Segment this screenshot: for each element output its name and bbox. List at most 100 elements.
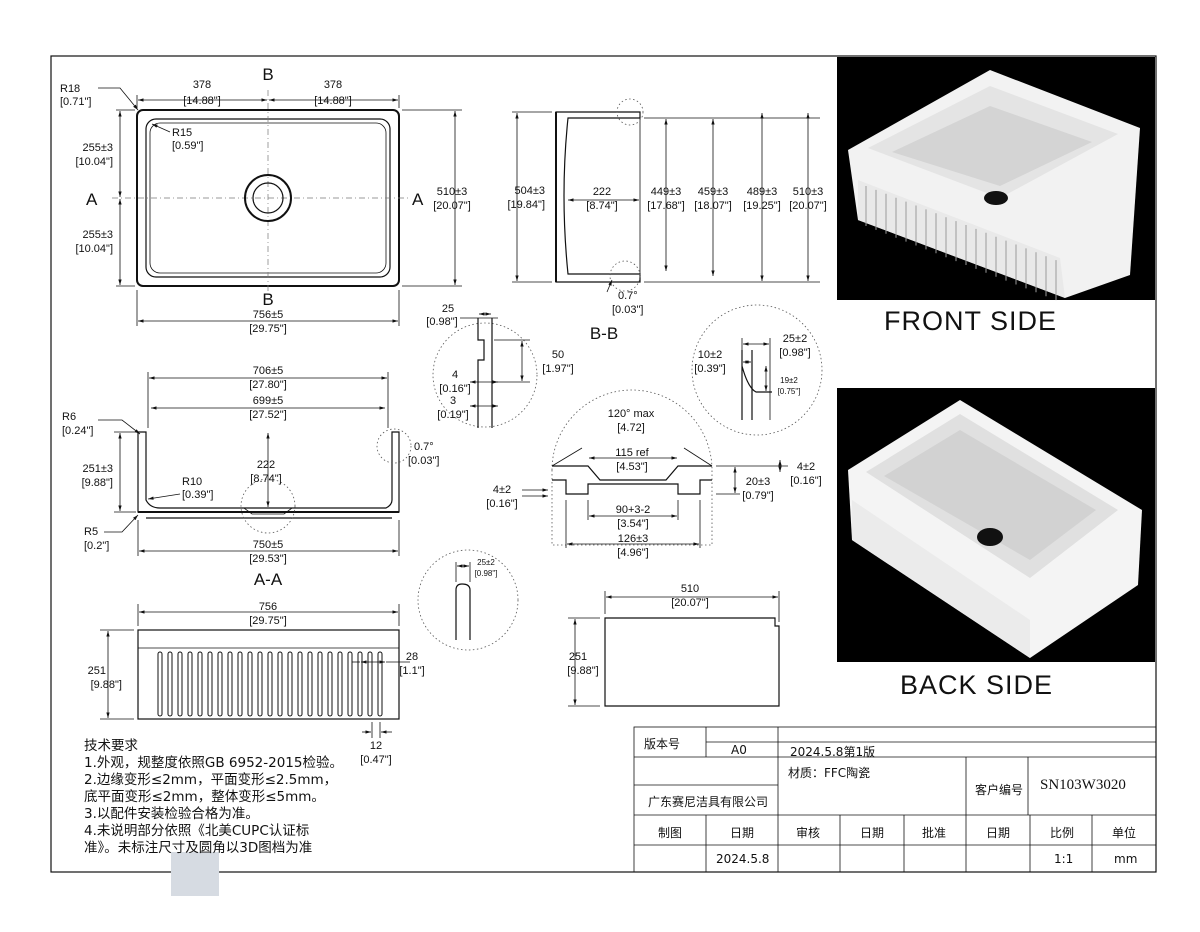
front-rib xyxy=(307,651,313,717)
tb-date-label-1: 日期 xyxy=(730,826,755,840)
tb-scale-label: 比例 xyxy=(1050,826,1075,840)
section-aa-title: A-A xyxy=(254,570,283,589)
notes-line-2: 2.边缘变形≤2mm，平面变形≤2.5mm， xyxy=(84,772,338,788)
top-view: B B A A R18 [0.71"] R15 [0.59"] 378 [14.… xyxy=(60,65,471,335)
dim-drain-angle-in: [4.72] xyxy=(617,422,645,434)
tb-unit: mm xyxy=(1114,852,1138,866)
section-bb-title: B-B xyxy=(590,324,618,343)
dim-rim-50-in: [1.97"] xyxy=(542,363,573,375)
tb-drawn-label: 制图 xyxy=(658,826,683,840)
dim-aa-699-in: [27.52"] xyxy=(249,409,287,421)
dim-edge-25: 25±2 xyxy=(783,333,807,345)
front-rib xyxy=(277,651,283,717)
dim-half-w-right-in: [14.88"] xyxy=(314,95,352,107)
tb-unit-label: 单位 xyxy=(1112,826,1137,840)
dim-bb-angle: 0.7° xyxy=(618,290,638,302)
front-rib xyxy=(257,651,263,717)
dim-edge-19-in: [0.75"] xyxy=(778,387,801,396)
dim-aa-251: 251±3 xyxy=(82,463,113,475)
dim-r18-in: [0.71"] xyxy=(60,96,91,108)
front-rib xyxy=(317,651,323,717)
dim-r15: R15 xyxy=(172,127,192,139)
detail-drain: 120° max [4.72] 115 ref [4.53"] 4±2 [0.1… xyxy=(486,389,822,559)
front-side-label: FRONT SIDE xyxy=(884,306,1058,336)
tb-review-label: 审核 xyxy=(796,826,821,840)
dim-bb-222: 222 xyxy=(593,186,611,198)
dim-half-h-top-in: [10.04"] xyxy=(75,156,113,168)
tb-material: 材质：FFC陶瓷 xyxy=(788,766,871,780)
front-rib xyxy=(247,651,253,717)
dim-rim-4-in: [0.16"] xyxy=(439,383,470,395)
tb-approve-label: 批准 xyxy=(922,826,947,840)
dim-aa-angle-in: [0.03"] xyxy=(408,455,439,467)
dim-aa-222-in: [8.74"] xyxy=(250,473,281,485)
dim-front-756: 756 xyxy=(259,601,277,613)
notes-line-4: 3.以配件安装检验合格为准。 xyxy=(84,806,259,822)
dim-bb-510-in: [20.07"] xyxy=(789,200,827,212)
front-rib xyxy=(337,651,343,717)
dim-aa-750: 750±5 xyxy=(253,539,284,551)
dim-rim-50: 50 xyxy=(552,349,564,361)
front-rib xyxy=(237,651,243,717)
dim-bb-449-in: [17.68"] xyxy=(647,200,685,212)
front-rib xyxy=(327,651,333,717)
fluted-ribs xyxy=(157,651,383,717)
dim-aa-750-in: [29.53"] xyxy=(249,553,287,565)
dim-drain-126-in: [4.96"] xyxy=(617,547,648,559)
dim-front-12-in: [0.47"] xyxy=(360,754,391,766)
dim-depth-in: [20.07"] xyxy=(433,200,471,212)
dim-aa-r10-in: [0.39"] xyxy=(182,489,213,501)
dim-drain-4a-in: [0.16"] xyxy=(790,475,821,487)
tb-edition: 2024.5.8第1版 xyxy=(790,745,876,759)
front-elevation: 756 [29.75"] 251 [9.88"] 28 [1.1"] 12 [0… xyxy=(88,601,425,766)
dim-edge-19: 19±2 xyxy=(780,376,798,385)
dim-bb-449: 449±3 xyxy=(651,186,682,198)
dim-half-h-bottom: 255±3 xyxy=(82,229,113,241)
technical-requirements: 技术要求 1.外观，规整度依照GB 6952-2015检验。 2.边缘变形≤2m… xyxy=(84,738,343,857)
back-side-label: BACK SIDE xyxy=(900,670,1054,700)
front-side-photo xyxy=(837,57,1155,301)
dim-drain-4a: 4±2 xyxy=(797,461,815,473)
dim-rim-4: 4 xyxy=(452,369,458,381)
section-bb-view: 504±3 [19.84"] 222 [8.74"] 449±3 [17.68"… xyxy=(507,98,827,343)
tb-customer-label: 客户编号 xyxy=(975,783,1024,797)
dim-side-510: 510 xyxy=(681,583,699,595)
notes-line-1: 1.外观，规整度依照GB 6952-2015检验。 xyxy=(84,755,343,771)
title-block-frame xyxy=(633,726,1157,873)
dim-small-25: 25±2 xyxy=(477,558,495,567)
dim-drain-20: 20±3 xyxy=(746,476,770,488)
front-rib xyxy=(287,651,293,717)
front-rib xyxy=(217,651,223,717)
gray-swatch xyxy=(171,852,219,896)
dim-rim-3-in: [0.19"] xyxy=(437,409,468,421)
front-rib xyxy=(227,651,233,717)
dim-aa-r5: R5 xyxy=(84,526,98,538)
sheet-border xyxy=(50,55,1157,873)
dim-bb-459-in: [18.07"] xyxy=(694,200,732,212)
dim-front-28-in: [1.1"] xyxy=(399,665,424,677)
dim-front-251: 251 xyxy=(88,665,106,677)
dim-aa-706: 706±5 xyxy=(253,365,284,377)
tb-version: A0 xyxy=(731,743,747,757)
dim-aa-r6-in: [0.24"] xyxy=(62,425,93,437)
tb-version-label: 版本号 xyxy=(644,737,681,751)
notes-line-6: 准》。未标注尺寸及圆角以3D图档为准 xyxy=(84,840,313,856)
detail-rim: 25 [0.98"] 50 [1.97"] 4 [0.16"] 3 [0.19"… xyxy=(426,303,574,428)
front-rib xyxy=(157,651,163,717)
section-b-top: B xyxy=(262,65,273,84)
front-rib xyxy=(207,651,213,717)
dim-drain-90: 90+3-2 xyxy=(616,504,651,516)
dim-depth: 510±3 xyxy=(437,186,468,198)
dim-drain-115-in: [4.53"] xyxy=(616,461,647,473)
front-rib xyxy=(167,651,173,717)
dim-bb-489: 489±3 xyxy=(747,186,778,198)
front-rib xyxy=(377,651,383,717)
dim-aa-222: 222 xyxy=(257,459,275,471)
dim-aa-r6: R6 xyxy=(62,411,76,423)
dim-drain-126: 126±3 xyxy=(618,533,649,545)
dim-drain-90-in: [3.54"] xyxy=(617,518,648,530)
section-aa-view: R6 [0.24"] 706±5 [27.80"] 699±5 [27.52"]… xyxy=(62,365,439,589)
dim-front-28: 28 xyxy=(406,651,418,663)
dim-front-251-in: [9.88"] xyxy=(91,679,122,691)
